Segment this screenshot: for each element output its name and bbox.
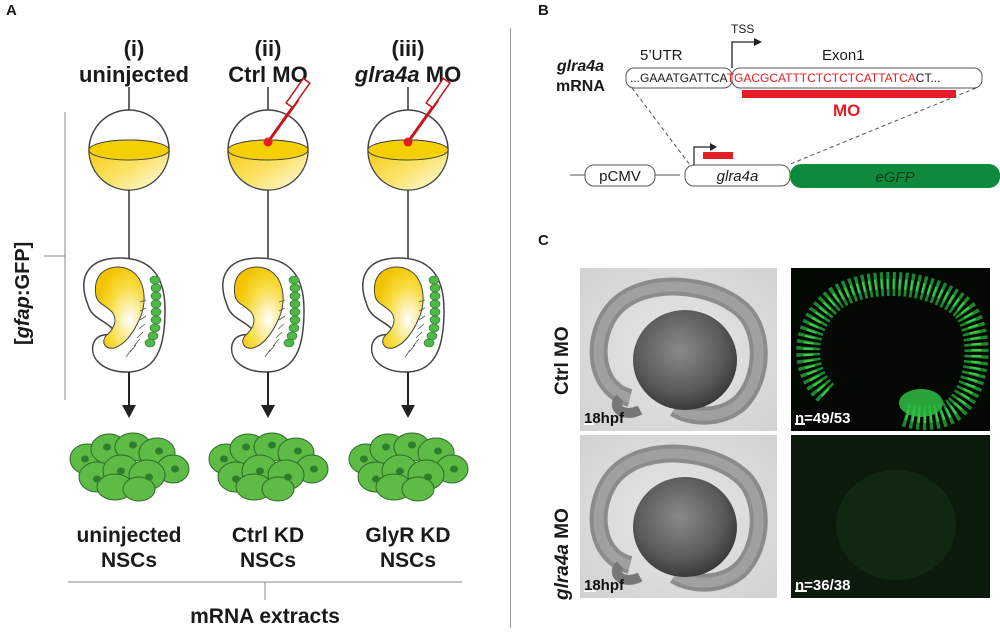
bottom-label-ii-line1: Ctrl KD bbox=[231, 524, 305, 547]
column-ii-number: (ii) bbox=[254, 36, 282, 61]
count-label-glra4a: n=36/38 bbox=[795, 577, 851, 594]
sequence-mo-target: TGACGCATTTCTCTCTCATTATCA bbox=[726, 71, 916, 85]
mo-label: MO bbox=[833, 101, 861, 120]
injection-point bbox=[263, 137, 273, 147]
micrograph-glra4a-fluorescence bbox=[791, 435, 990, 598]
row-label-ctrl-mo: Ctrl MO bbox=[552, 326, 574, 395]
row-label-ctrl-text: Ctrl MO bbox=[552, 326, 573, 395]
nsc-cluster-i bbox=[69, 432, 190, 502]
pcmv-label: pCMV bbox=[599, 168, 641, 185]
tss-arrow bbox=[731, 41, 754, 68]
micrograph-glra4a-brightfield bbox=[580, 435, 777, 598]
panel-c-letter: C bbox=[538, 232, 549, 249]
micrograph-ctrl-fluorescence bbox=[791, 268, 990, 431]
row-label-gene: glra4a bbox=[552, 544, 573, 600]
glra4a-construct-label: glra4a bbox=[685, 166, 790, 187]
bottom-label-i-line1: uninjected bbox=[76, 524, 182, 547]
micrograph-ctrl-brightfield bbox=[580, 268, 777, 431]
exon1-label: Exon1 bbox=[822, 47, 865, 64]
tss-label: TSS bbox=[731, 22, 755, 36]
stage-label-ctrl: 18hpf bbox=[584, 410, 625, 427]
bottom-label-iii: GlyR KD NSCs bbox=[333, 523, 483, 573]
bottom-label-iii-line1: GlyR KD bbox=[365, 524, 451, 547]
column-i-number: (i) bbox=[123, 36, 145, 61]
promoter-arrow bbox=[693, 146, 710, 165]
injection-pipette bbox=[285, 77, 311, 109]
egfp-text: eGFP bbox=[875, 169, 915, 186]
row-label-mo: MO bbox=[552, 508, 573, 545]
mrna-sequence: ...GAAATGATTCATGACGCATTTCTCTCTCATTATCACT… bbox=[630, 71, 990, 85]
panel-divider bbox=[510, 28, 511, 628]
mo-bar bbox=[742, 90, 956, 98]
utr-label: 5’UTR bbox=[640, 47, 683, 64]
injection-point bbox=[403, 137, 413, 147]
panel-a-letter: A bbox=[6, 2, 17, 19]
nsc-cluster-iii bbox=[348, 432, 469, 502]
column-iii-gene: glra4a bbox=[354, 62, 420, 87]
stage-label-glra4a: 18hpf bbox=[584, 577, 625, 594]
sequence-tail: CT... bbox=[915, 71, 941, 85]
bottom-label-i: uninjected NSCs bbox=[54, 523, 204, 573]
column-i-title: (i) uninjected bbox=[59, 36, 209, 88]
injection-pipette bbox=[425, 77, 451, 109]
bottom-label-iii-line2: NSCs bbox=[379, 549, 437, 572]
footer-mrna-extracts: mRNA extracts bbox=[190, 605, 340, 628]
glra4a-construct-text: glra4a bbox=[716, 168, 759, 185]
sequence-utr: ...GAAATGATTCA bbox=[630, 71, 727, 85]
gene-mrna-label: glra4a mRNA bbox=[556, 57, 605, 97]
bottom-label-ii-line2: NSCs bbox=[239, 549, 297, 572]
pcmv-box bbox=[584, 164, 656, 187]
column-i-name: uninjected bbox=[78, 62, 189, 87]
gene-name: glra4a bbox=[556, 58, 605, 75]
mo-target-bar bbox=[703, 152, 733, 159]
nsc-cluster-ii bbox=[208, 432, 329, 502]
count-label-ctrl: n=49/53 bbox=[795, 410, 851, 427]
panel-b-letter: B bbox=[538, 2, 549, 19]
bottom-label-ii: Ctrl KD NSCs bbox=[193, 523, 343, 573]
exon1-box bbox=[731, 67, 983, 89]
column-i-drawing bbox=[83, 87, 170, 418]
mrna-word: mRNA bbox=[556, 78, 605, 95]
column-iii-name: glra4a MO bbox=[333, 62, 483, 88]
egfp-label: eGFP bbox=[790, 166, 1000, 190]
egfp-box bbox=[790, 164, 1000, 188]
panel-b-schematic bbox=[570, 38, 1000, 188]
bottom-label-i-line2: NSCs bbox=[100, 549, 158, 572]
panel-a-schematic bbox=[44, 77, 469, 600]
column-ii-drawing bbox=[222, 77, 311, 418]
column-ii-title: (ii) Ctrl MO bbox=[193, 36, 343, 88]
column-ii-name: Ctrl MO bbox=[228, 62, 308, 87]
column-iii-title: (iii) glra4a MO bbox=[333, 36, 483, 88]
row-label-glra4a-mo: glra4a MO bbox=[552, 508, 574, 600]
column-iii-drawing bbox=[362, 77, 451, 418]
column-iii-number: (iii) bbox=[391, 36, 425, 61]
